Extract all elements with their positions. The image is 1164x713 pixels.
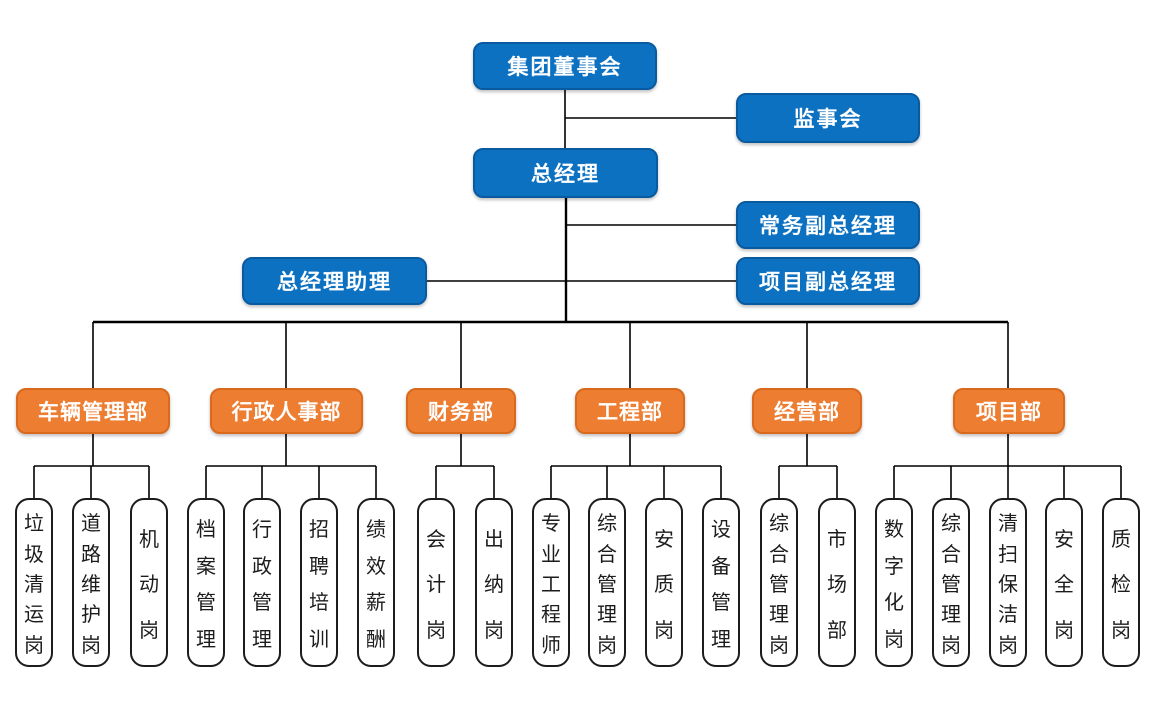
node-group-board: 集团董事会 [473,42,657,90]
position-label: 综合管理岗 [769,513,789,657]
position-label: 招聘培训 [309,519,329,651]
position-label: 综合管理岗 [941,513,961,657]
position-label: 机动岗 [139,528,159,642]
node-position-box: 设备管理 [702,498,740,667]
node-position-box: 质检岗 [1102,498,1140,667]
position-label: 清扫保洁岗 [998,513,1018,657]
node-position-box: 综合管理岗 [932,498,970,667]
node-position-box: 道路维护岗 [72,498,110,667]
node-position-box: 市场部 [818,498,856,667]
position-label: 绩效薪酬 [366,519,386,651]
position-label: 行政管理 [252,519,272,651]
position-label: 市场部 [827,528,847,642]
position-label: 档案管理 [196,519,216,651]
node-general-manager: 总经理 [473,148,658,198]
node-position-box: 绩效薪酬 [357,498,395,667]
node-position-box: 综合管理岗 [588,498,626,667]
position-label: 安全岗 [1054,528,1074,642]
node-dept-finance: 财务部 [406,388,516,434]
node-position-box: 机动岗 [130,498,168,667]
position-label: 综合管理岗 [597,513,617,657]
node-dept-engineering: 工程部 [575,388,685,434]
node-position-box: 行政管理 [243,498,281,667]
node-position-box: 出纳岗 [475,498,513,667]
position-label: 道路维护岗 [81,513,101,657]
position-label: 设备管理 [711,519,731,651]
node-dept-admin-hr: 行政人事部 [210,388,363,434]
node-position-box: 数字化岗 [875,498,913,667]
node-gm-assistant: 总经理助理 [242,257,427,305]
node-dept-vehicle-management: 车辆管理部 [16,388,170,434]
node-position-box: 综合管理岗 [760,498,798,667]
position-label: 专业工程师 [541,513,561,657]
position-label: 垃圾清运岗 [24,513,44,657]
node-position-box: 安质岗 [645,498,683,667]
node-position-box: 清扫保洁岗 [989,498,1027,667]
node-supervisory-board: 监事会 [736,93,920,143]
node-position-box: 招聘培训 [300,498,338,667]
position-label: 质检岗 [1111,528,1131,642]
node-position-box: 会计岗 [417,498,455,667]
node-project-deputy-gm: 项目副总经理 [736,257,920,305]
position-label: 安质岗 [654,528,674,642]
position-label: 数字化岗 [884,519,904,651]
node-position-box: 安全岗 [1045,498,1083,667]
position-label: 会计岗 [426,528,446,642]
node-dept-operations: 经营部 [752,388,862,434]
node-dept-project: 项目部 [953,388,1065,434]
node-position-box: 专业工程师 [532,498,570,667]
node-executive-deputy-gm: 常务副总经理 [736,201,920,249]
node-position-box: 垃圾清运岗 [15,498,53,667]
node-position-box: 档案管理 [187,498,225,667]
position-label: 出纳岗 [484,528,504,642]
